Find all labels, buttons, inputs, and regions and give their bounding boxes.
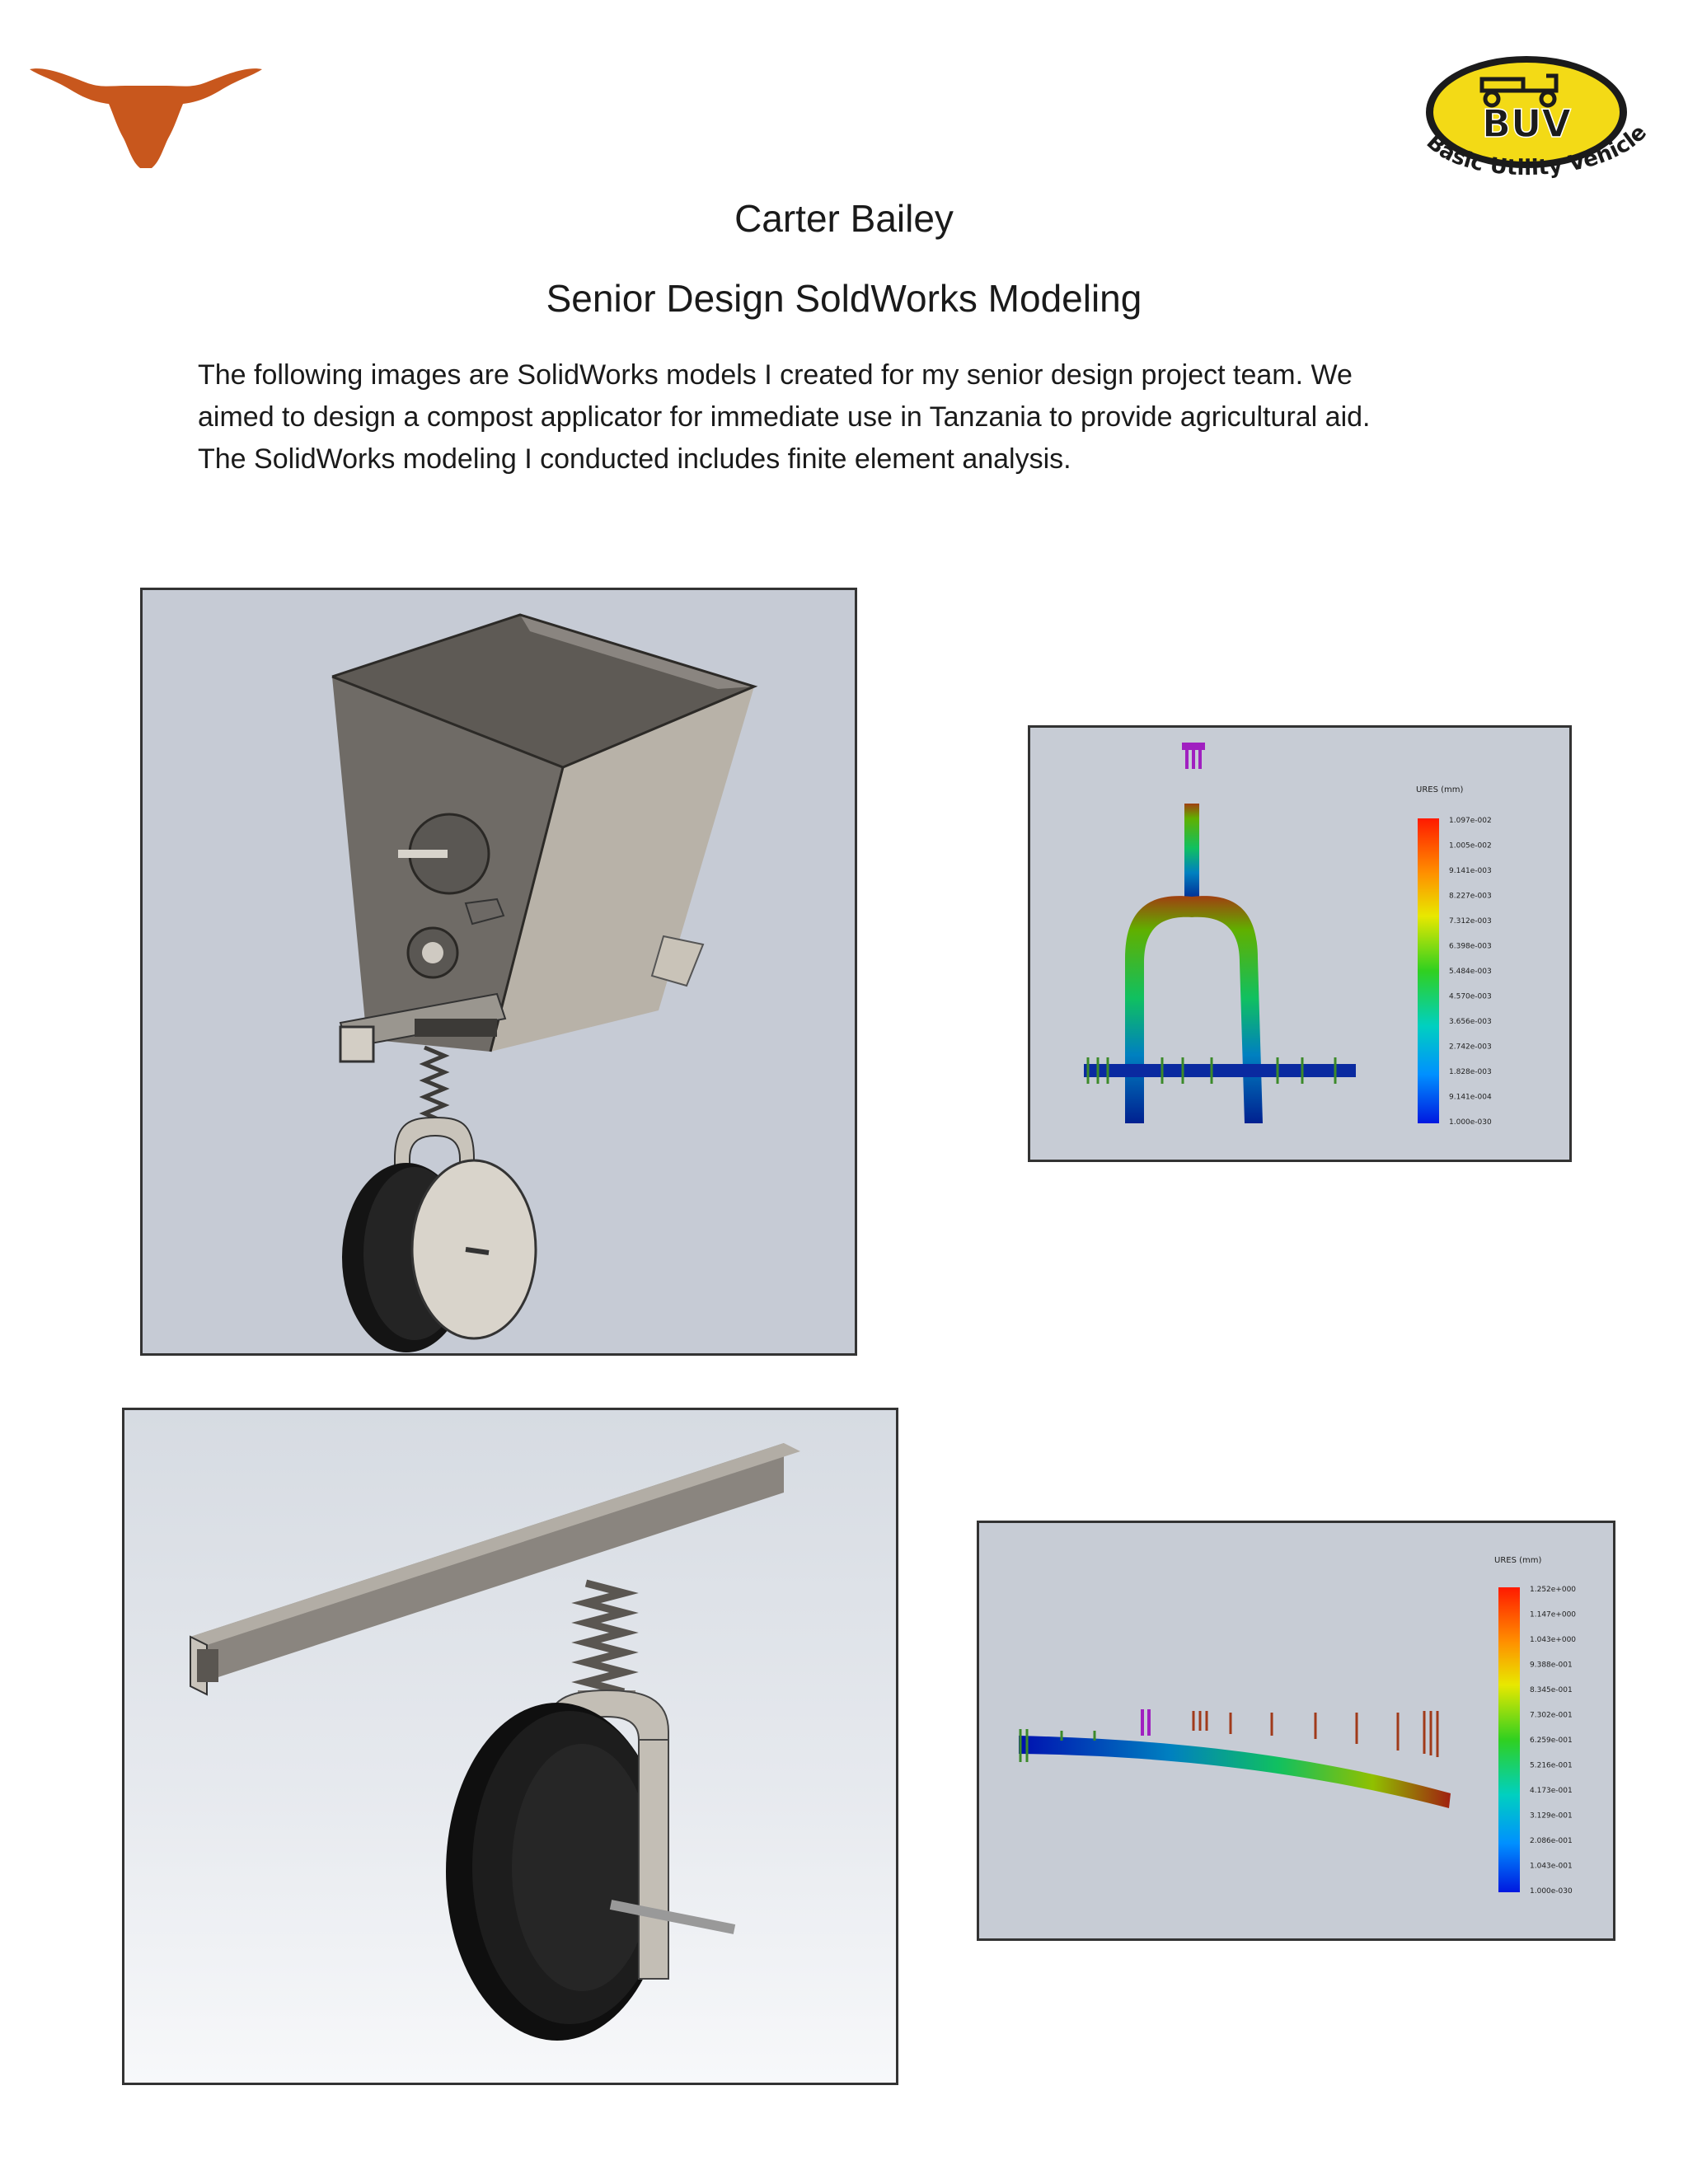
legend-value: 1.147e+000 [1530,1611,1576,1619]
author-name: Carter Bailey [734,197,954,240]
longhorn-logo-icon [30,68,262,168]
legend-value: 9.141e-003 [1449,867,1492,875]
legend-value: 4.570e-003 [1449,993,1492,1001]
load-arrows-icon [1182,743,1205,769]
legend-value: 2.086e-001 [1530,1837,1573,1845]
fea-beam-render: URES (mm) 1.252e+000 1.147e+000 1.043e+000… [1019,1556,1576,1896]
legend-value: 5.484e-003 [1449,968,1492,976]
page-title: Senior Design SoldWorks Modeling [546,277,1142,320]
legend-value: 1.828e-003 [1449,1068,1492,1076]
wheel-assembly-model-image [122,1408,898,2085]
description-line: The SolidWorks modeling I conducted incl… [198,443,1071,475]
legend-value: 8.345e-001 [1530,1686,1573,1694]
legend-value: 1.097e-002 [1449,817,1492,825]
applicator-model-render [331,613,758,1352]
spring-icon [571,1579,639,1696]
description-line: aimed to design a compost applicator for… [198,401,1371,433]
utility-vehicle-icon [1479,73,1559,108]
description: The following images are SolidWorks mode… [198,354,1533,480]
legend-value: 1.252e+000 [1530,1586,1576,1594]
description-line: The following images are SolidWorks mode… [198,359,1353,391]
wheel-assembly-render [190,1443,800,2041]
legend-value: 7.312e-003 [1449,917,1492,926]
legend-value: 3.129e-001 [1530,1812,1573,1821]
legend-value: 2.742e-003 [1449,1043,1492,1052]
buv-logo-icon: BUV Basic Utility Vehicle [1422,56,1652,180]
load-arrows-icon [1192,1711,1439,1757]
legend-value: 9.388e-001 [1530,1661,1573,1670]
legend-value: 1.043e+000 [1530,1636,1576,1644]
applicator-model-image [140,588,857,1356]
legend-value: 1.000e-030 [1530,1887,1573,1896]
legend-value: 5.216e-001 [1530,1762,1573,1770]
buv-wordmark: BUV [1482,101,1571,146]
legend-value: 9.141e-004 [1449,1094,1492,1102]
legend-value: 8.227e-003 [1449,893,1492,901]
fea-beam-result-image: URES (mm) 1.252e+000 1.147e+000 1.043e+000… [977,1521,1615,1941]
legend-value: 6.398e-003 [1449,943,1492,951]
legend-value: 4.173e-001 [1530,1787,1573,1795]
legend-title: URES (mm) [1416,785,1463,794]
spring-icon [419,1045,450,1132]
fea-fork-result-image: URES (mm) 1.097e-002 1.005e-002 9.141e-003… [1028,725,1572,1162]
legend-value: 3.656e-003 [1449,1018,1492,1026]
legend-value: 1.043e-001 [1530,1863,1573,1871]
legend-values: 1.252e+000 1.147e+000 1.043e+000 9.388e-001… [1530,1586,1576,1896]
legend-title: URES (mm) [1494,1556,1541,1565]
legend-value: 1.005e-002 [1449,842,1492,851]
legend-value: 1.000e-030 [1449,1118,1492,1127]
fea-fork-render: URES (mm) 1.097e-002 1.005e-002 9.141e-003… [1084,743,1492,1127]
fixture-arrows-icon [1086,1057,1337,1084]
fixture-arrows-icon [1019,1729,1096,1762]
legend-value: 6.259e-001 [1530,1736,1573,1745]
legend-value: 7.302e-001 [1530,1712,1573,1720]
legend-values: 1.097e-002 1.005e-002 9.141e-003 8.227e-003… [1449,817,1492,1127]
upward-load-arrows-icon [1141,1709,1151,1736]
